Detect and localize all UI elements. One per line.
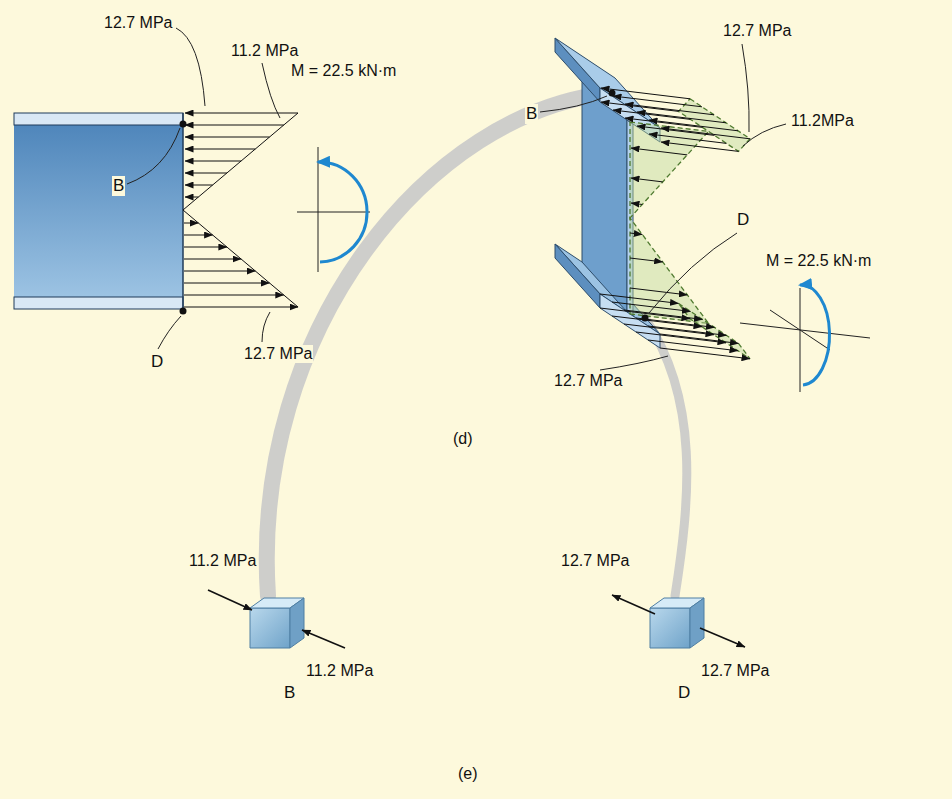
- stress-arrow: [630, 233, 642, 235]
- stress-arrow: [649, 134, 727, 143]
- stress-arrow: [630, 288, 687, 295]
- stress-arrow: [648, 326, 727, 335]
- point-label: B: [112, 176, 125, 196]
- stress-arrows: [612, 595, 745, 647]
- stress-arrow: [625, 118, 703, 127]
- stress-value: 11.2 MPa: [188, 552, 257, 570]
- figure-label: (e): [457, 765, 479, 783]
- stress-value: 11.2MPa: [790, 112, 855, 130]
- stress-value: 11.2 MPa: [230, 42, 299, 60]
- stress-arrow: [184, 283, 270, 284]
- stress-element: [650, 598, 704, 648]
- stress-arrow: [624, 324, 714, 335]
- stress-arrow: [624, 310, 703, 319]
- leader-line: [540, 44, 786, 370]
- stress-arrow: [185, 185, 213, 186]
- stress-value: 12.7 MPa: [243, 345, 313, 363]
- stress-arrow: [601, 88, 690, 99]
- stress-arrow: [636, 332, 726, 343]
- stress-arrows: [600, 88, 750, 359]
- stress-value: 12.7 MPa: [103, 14, 173, 32]
- stress-arrows: [184, 113, 298, 307]
- stress-arrow: [648, 340, 738, 351]
- link-band: [267, 93, 612, 596]
- stress-arrow: [613, 110, 691, 119]
- stress-arrow: [184, 247, 227, 248]
- stress-arrow: [631, 148, 687, 155]
- point-label: B: [283, 683, 296, 703]
- stress-value: 12.7 MPa: [560, 552, 630, 570]
- stress-arrow: [184, 307, 298, 308]
- stress-arrow: [184, 259, 241, 260]
- point-label: D: [150, 352, 164, 372]
- stress-arrow: [660, 348, 750, 359]
- stress-arrow: [184, 295, 284, 296]
- stress-arrow: [601, 102, 679, 111]
- link-band: [645, 318, 687, 596]
- stress-arrow: [185, 173, 227, 174]
- stress-arrows: [208, 590, 345, 648]
- stress-arrow: [184, 223, 198, 224]
- point-dot: [180, 121, 187, 128]
- stress-arrow: [184, 271, 255, 272]
- stress-value: 12.7 MPa: [700, 662, 770, 680]
- point-label: D: [677, 683, 691, 703]
- point-label: D: [736, 210, 750, 230]
- stress-arrow: [631, 178, 663, 182]
- stress-arrow: [185, 149, 255, 150]
- stress-arrow: [637, 126, 715, 135]
- stress-envelope: [630, 99, 750, 359]
- point-dot: [609, 90, 616, 97]
- beam-side-view: [14, 113, 183, 309]
- moment-symbol: [740, 285, 870, 392]
- point-dot: [180, 308, 187, 315]
- stress-arrow: [184, 235, 213, 236]
- moment-label: M = 22.5 kN·m: [765, 252, 872, 270]
- stress-arrow: [612, 316, 702, 327]
- stress-envelope: [183, 113, 298, 307]
- moment-label: M = 22.5 kN·m: [290, 62, 397, 80]
- stress-arrow: [185, 113, 298, 114]
- stress-arrow: [185, 137, 270, 138]
- point-label: B: [525, 104, 538, 124]
- stress-element: [250, 598, 304, 648]
- stress-arrow: [185, 125, 284, 126]
- stress-arrow: [631, 203, 642, 205]
- stress-arrow: [661, 142, 739, 151]
- stress-value: 11.2 MPa: [305, 662, 374, 680]
- point-dot: [642, 315, 649, 322]
- stress-arrow: [660, 334, 739, 343]
- moment-symbol: [297, 147, 370, 272]
- stress-arrow: [630, 258, 663, 262]
- leader-line: [127, 28, 280, 349]
- stress-arrow: [185, 197, 198, 198]
- stress-arrow: [600, 294, 679, 303]
- stress-value: 12.7 MPa: [722, 22, 792, 40]
- stress-arrow: [185, 161, 241, 162]
- stress-value: 12.7 MPa: [553, 372, 623, 390]
- figure-label: (d): [452, 430, 474, 448]
